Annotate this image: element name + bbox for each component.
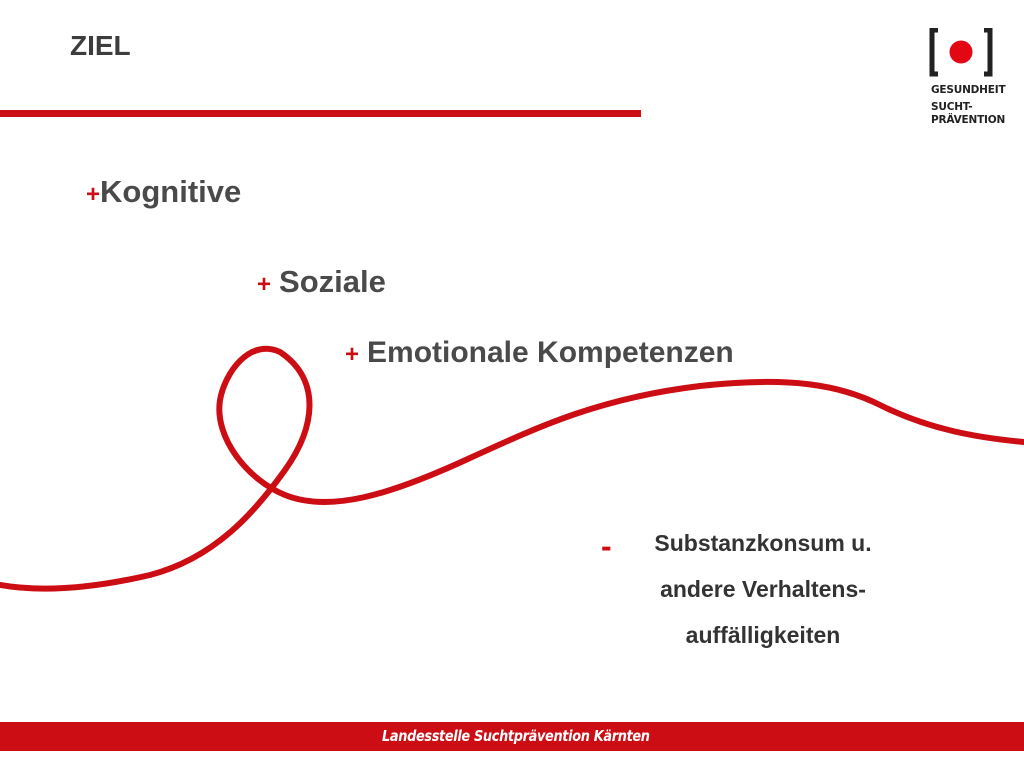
footer-bar (0, 722, 1024, 751)
logo-wordmark: GESUNDHEIT SUCHT- PRÄVENTION (931, 84, 1006, 127)
minus-icon: - (601, 528, 612, 564)
goal-item-label: Kognitive (100, 174, 242, 209)
plus-icon: + (86, 181, 101, 208)
goal-item-soziale: + Soziale (257, 264, 386, 300)
goal-item-label: Emotionale Kompetenzen (367, 336, 734, 369)
negative-line-2: andere Verhaltens- (660, 576, 866, 602)
logo-line-praevention: PRÄVENTION (931, 114, 1006, 126)
goal-item-kognitive: +Kognitive (86, 174, 241, 210)
negative-line-1: Substanzkonsum u. (654, 530, 872, 556)
title-underline (0, 110, 641, 117)
plus-icon: + (345, 341, 360, 368)
logo-mark-icon (929, 28, 993, 77)
plus-icon: + (257, 271, 272, 298)
slide-title: ZIEL (70, 30, 131, 61)
goal-item-emotionale-kompetenzen: + Emotionale Kompetenzen (345, 336, 734, 370)
logo-line-sucht: SUCHT- (931, 101, 973, 113)
negative-item-substanzkonsum: Substanzkonsum u. andere Verhaltens- auf… (620, 520, 906, 658)
goal-item-label: Soziale (279, 264, 386, 299)
footer-organization-name: Landesstelle Suchtprävention Kärnten (382, 727, 650, 745)
logo-line-gesundheit: GESUNDHEIT (931, 84, 1006, 96)
negative-line-3: auffälligkeiten (685, 622, 841, 648)
